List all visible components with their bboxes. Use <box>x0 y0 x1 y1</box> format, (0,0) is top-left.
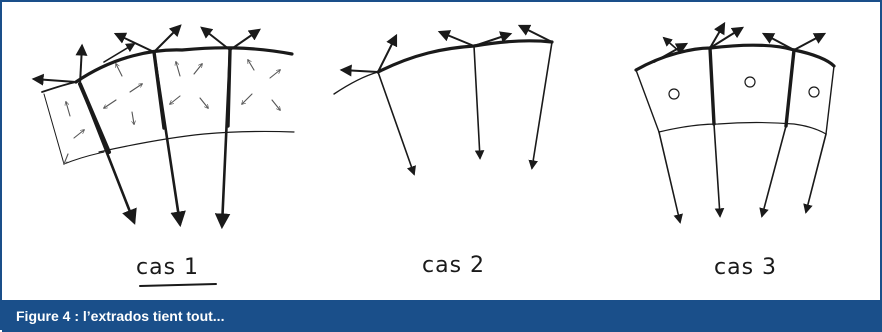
case-3-sketch <box>636 24 834 222</box>
case-3-label: cas 3 <box>714 255 777 280</box>
case-2-label: cas 2 <box>422 253 485 278</box>
sketch-area: cas 1 cas 2 <box>4 4 882 300</box>
case-3-extrados <box>636 45 834 70</box>
case-1-underline <box>140 284 216 286</box>
case-1-extrados <box>76 48 292 82</box>
case-3-joint-1 <box>659 132 680 222</box>
figure-caption: Figure 4 : l’extrados tient tout... <box>16 309 224 323</box>
case-2-joint-2 <box>474 46 480 158</box>
case-3-joint-3 <box>762 126 786 216</box>
case-2-joint-1 <box>378 72 414 174</box>
case-2-extrados <box>378 41 552 72</box>
case-1-intrados <box>99 131 294 152</box>
case-2-sketch <box>334 26 552 286</box>
case-3-joint-2 <box>714 124 720 216</box>
case-1-label: cas 1 <box>136 255 199 280</box>
case-1-outer-arc <box>42 82 76 92</box>
caption-bar: Figure 4 : l’extrados tient tout... <box>2 300 882 332</box>
case-2-joint-3 <box>532 42 552 168</box>
case-3-intrados <box>659 123 826 135</box>
case-3-joint-4 <box>806 134 826 212</box>
case-1-sketch <box>34 26 294 286</box>
